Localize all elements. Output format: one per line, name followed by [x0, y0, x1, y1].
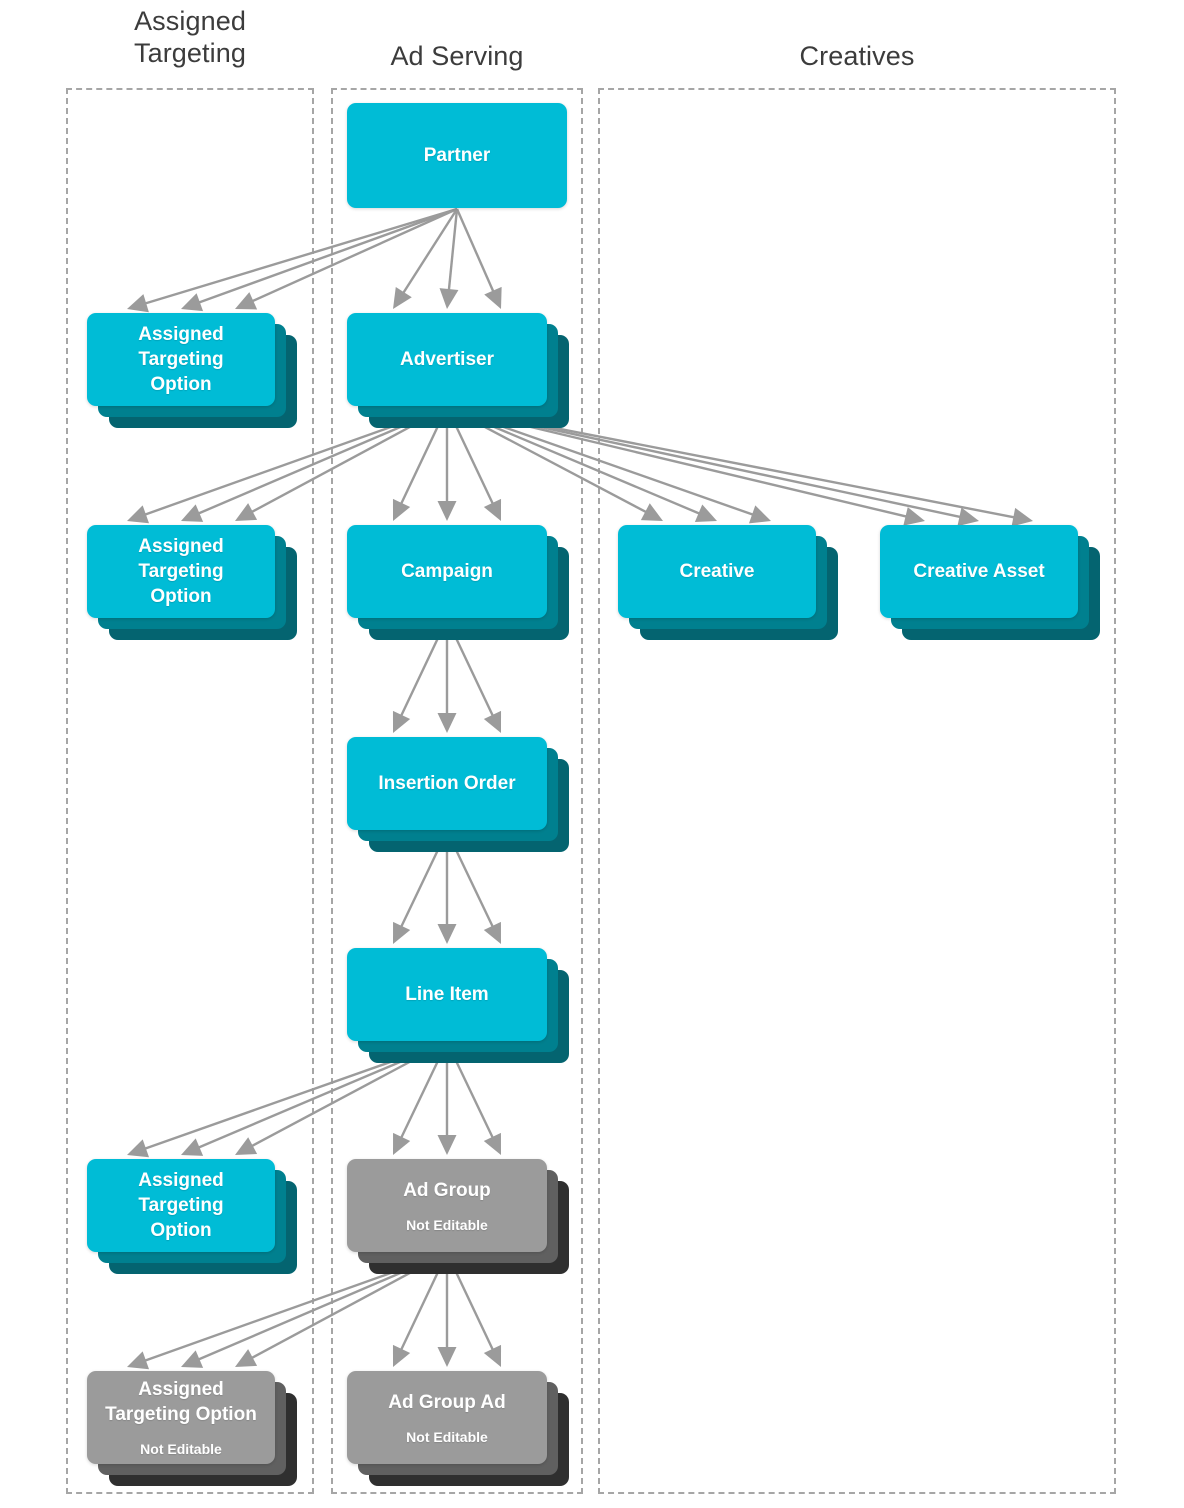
node-label-campaign: Campaign — [401, 560, 493, 582]
node-label-assigned-targeting-option-line-item: Assigned Targeting Option — [138, 1169, 224, 1242]
node-assigned-targeting-option-advertiser[interactable]: Assigned Targeting Option — [87, 525, 297, 640]
node-label-assigned-targeting-option-ad-group: Assigned Targeting Option — [105, 1379, 257, 1426]
column-title-creatives-title: Creatives — [799, 41, 915, 71]
node-label-insertion-order: Insertion Order — [378, 772, 516, 794]
node-creative[interactable]: Creative — [618, 525, 838, 640]
node-line-item[interactable]: Line Item — [347, 948, 569, 1063]
node-label-ad-group-ad: Ad Group Ad — [388, 1391, 506, 1413]
node-face-advertiser: Advertiser — [347, 313, 547, 406]
node-insertion-order[interactable]: Insertion Order — [347, 737, 569, 852]
column-group-creatives — [598, 88, 1116, 1494]
node-face-creative-asset: Creative Asset — [880, 525, 1078, 618]
column-group-assigned-targeting — [66, 88, 314, 1494]
node-campaign[interactable]: Campaign — [347, 525, 569, 640]
node-assigned-targeting-option-partner[interactable]: Assigned Targeting Option — [87, 313, 297, 428]
node-sublabel-ad-group: Not Editable — [406, 1216, 488, 1233]
node-creative-asset[interactable]: Creative Asset — [880, 525, 1100, 640]
node-label-assigned-targeting-option-partner: Assigned Targeting Option — [138, 323, 224, 396]
column-group-ad-serving — [331, 88, 583, 1494]
node-face-assigned-targeting-option-advertiser: Assigned Targeting Option — [87, 525, 275, 618]
node-label-partner: Partner — [423, 144, 491, 166]
node-label-assigned-targeting-option-advertiser: Assigned Targeting Option — [138, 535, 224, 608]
node-label-creative: Creative — [679, 560, 755, 582]
node-face-assigned-targeting-option-partner: Assigned Targeting Option — [87, 313, 275, 406]
node-sublabel-ad-group-ad: Not Editable — [406, 1428, 488, 1445]
node-face-partner: Partner — [347, 103, 567, 208]
column-title-ad-serving-title: Ad Serving — [390, 41, 524, 71]
node-label-ad-group: Ad Group — [403, 1179, 491, 1201]
node-ad-group-ad[interactable]: Ad Group Ad Not Editable — [347, 1371, 569, 1486]
node-label-line-item: Line Item — [405, 983, 489, 1005]
node-face-insertion-order: Insertion Order — [347, 737, 547, 830]
node-face-creative: Creative — [618, 525, 816, 618]
node-face-campaign: Campaign — [347, 525, 547, 618]
column-title-assigned-targeting-title: Assigned Targeting — [134, 6, 246, 68]
node-face-line-item: Line Item — [347, 948, 547, 1041]
node-label-creative-asset: Creative Asset — [913, 560, 1045, 582]
node-advertiser[interactable]: Advertiser — [347, 313, 569, 428]
node-face-assigned-targeting-option-line-item: Assigned Targeting Option — [87, 1159, 275, 1252]
node-face-ad-group-ad: Ad Group Ad Not Editable — [347, 1371, 547, 1464]
node-partner[interactable]: Partner — [347, 103, 567, 208]
node-label-advertiser: Advertiser — [400, 348, 494, 370]
node-sublabel-assigned-targeting-option-ad-group: Not Editable — [140, 1441, 222, 1458]
node-assigned-targeting-option-line-item[interactable]: Assigned Targeting Option — [87, 1159, 297, 1274]
